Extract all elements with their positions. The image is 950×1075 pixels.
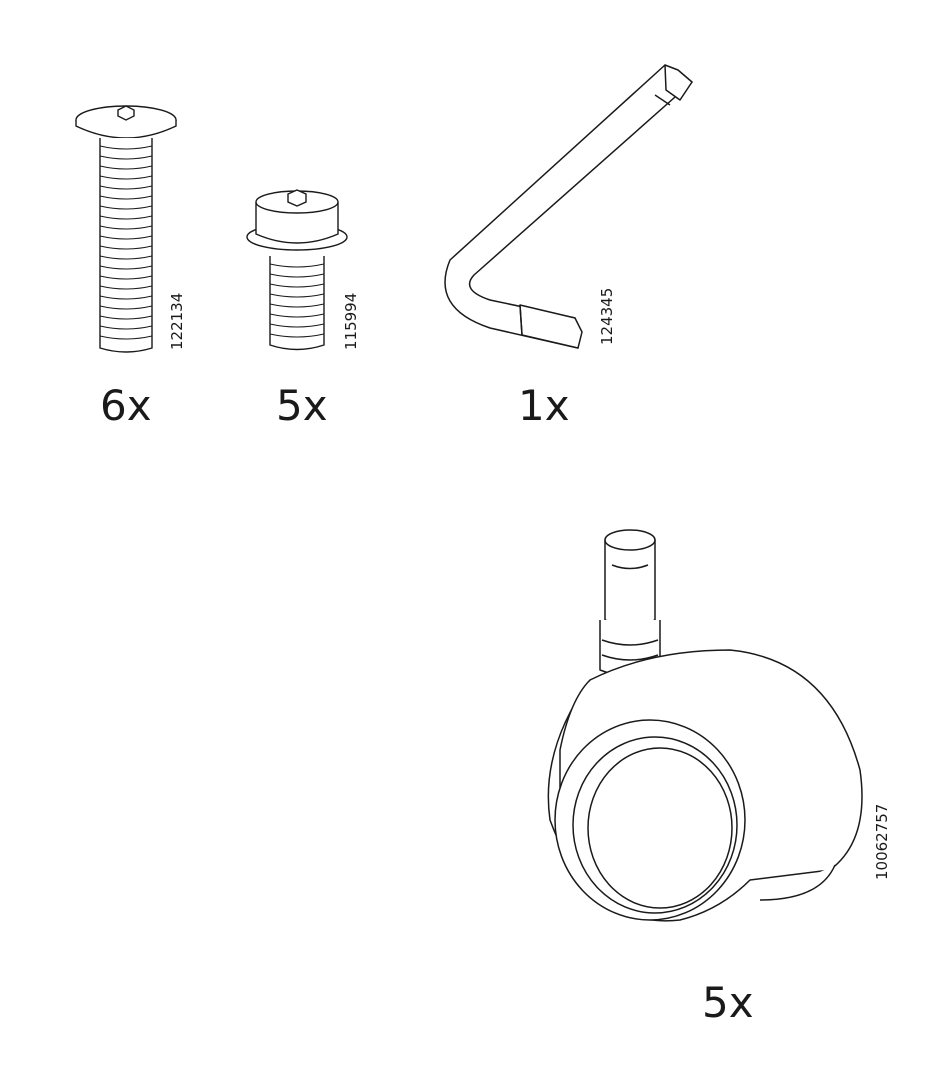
thread-line [100, 196, 152, 199]
thread-line [100, 146, 152, 149]
thread-line [100, 206, 152, 209]
article-number: 122134 [168, 292, 186, 350]
thread-line [270, 274, 324, 277]
thread-line [100, 176, 152, 179]
quantity-label: 5x [276, 381, 328, 430]
flanged-bolt-icon [240, 180, 380, 370]
allen-key-icon [430, 60, 700, 360]
quantity-label: 6x [100, 381, 152, 430]
article-number: 10062757 [873, 803, 891, 880]
thread-line [270, 264, 324, 267]
thread-line [100, 316, 152, 319]
thread-line [100, 246, 152, 249]
part-allen-key: 124345 1x [430, 60, 690, 440]
thread-line [270, 324, 324, 327]
part-flanged-bolt: 115994 5x [240, 180, 390, 440]
quantity-label: 5x [702, 978, 754, 1027]
thread-line [100, 226, 152, 229]
article-number: 115994 [342, 292, 360, 350]
part-long-screw: 122134 6x [60, 80, 200, 440]
quantity-label: 1x [518, 381, 570, 430]
thread-line [270, 294, 324, 297]
article-number: 124345 [598, 287, 616, 345]
thread-line [100, 276, 152, 279]
thread-line [100, 286, 152, 289]
thread-line [270, 284, 324, 287]
thread-line [100, 216, 152, 219]
thread-line [100, 306, 152, 309]
thread-line [100, 166, 152, 169]
thread-line [100, 236, 152, 239]
thread-line [100, 296, 152, 299]
thread-line [100, 326, 152, 329]
thread-line [100, 336, 152, 339]
part-castor-wheel: 10062757 5x [530, 520, 910, 1040]
thread-line [270, 314, 324, 317]
thread-line [100, 266, 152, 269]
castor-wheel-icon [530, 520, 870, 960]
thread-line [270, 334, 324, 337]
long-screw-icon [60, 80, 200, 380]
thread-line [100, 256, 152, 259]
thread-line [100, 156, 152, 159]
thread-line [270, 304, 324, 307]
thread-line [100, 186, 152, 189]
